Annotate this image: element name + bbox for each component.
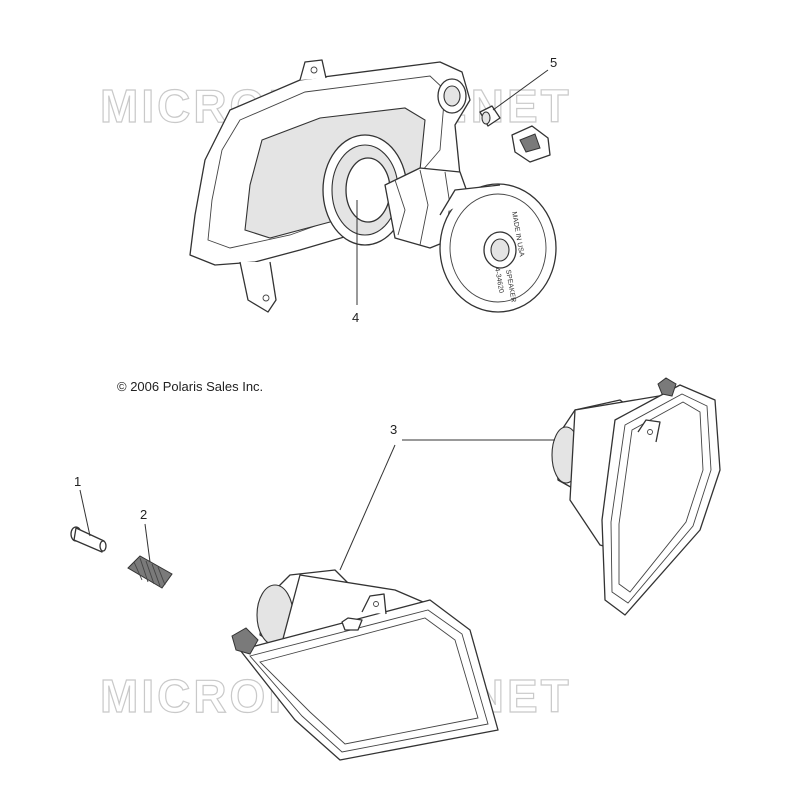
- leader-3b: [339, 444, 396, 571]
- callout-2: 2: [140, 507, 147, 522]
- callout-5: 5: [550, 55, 557, 70]
- headlight-housing-rear[interactable]: [189, 59, 471, 313]
- leader-2: [144, 523, 151, 563]
- copyright-notice: © 2006 Polaris Sales Inc.: [117, 379, 263, 394]
- indicator-bulb[interactable]: [479, 105, 501, 127]
- callout-4: 4: [352, 310, 359, 325]
- headlight-assembly-right[interactable]: [551, 377, 721, 616]
- callout-3: 3: [390, 422, 397, 437]
- adjuster-spring[interactable]: [127, 555, 173, 589]
- leader-5: [492, 69, 549, 111]
- leader-1: [79, 489, 91, 537]
- headlight-bulb[interactable]: MADE IN USA SPEAKER 4-34620: [384, 167, 557, 313]
- headlight-assembly-left[interactable]: [231, 569, 499, 761]
- indicator-socket[interactable]: [511, 125, 551, 163]
- callout-1: 1: [74, 474, 81, 489]
- bulb-stamp-part: 4-34620: [493, 267, 504, 294]
- pivot-pin[interactable]: [70, 526, 107, 553]
